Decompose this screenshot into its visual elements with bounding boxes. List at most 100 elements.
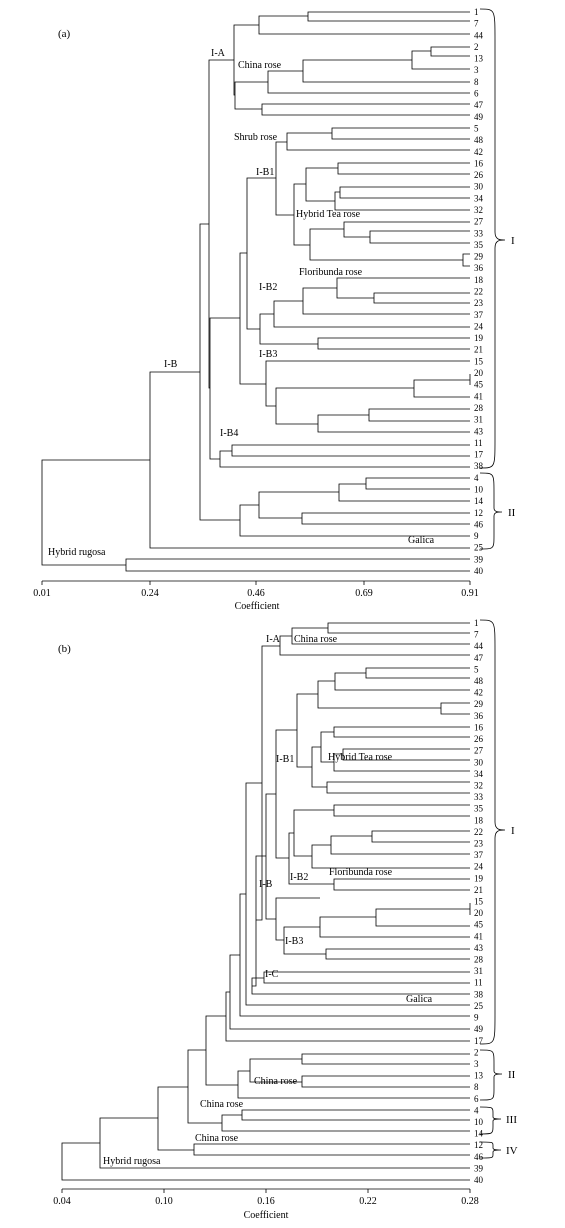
leaf-label: 21	[474, 885, 483, 895]
panel-b-group-china-rose-1: China rose	[294, 634, 338, 645]
leaf-label: 31	[474, 966, 483, 976]
panel-b-tick-label: 0.22	[359, 1196, 377, 1207]
leaf-label: 3	[474, 65, 479, 75]
leaf-label: 11	[474, 978, 483, 988]
leaf-label: 13	[474, 54, 484, 64]
leaf-label: 36	[474, 711, 484, 721]
leaf-label: 7	[474, 630, 479, 640]
panel-b-group-ib: I-B	[259, 879, 273, 890]
panel-b-group-ib2: I-B2	[290, 872, 308, 883]
leaf-label: 22	[474, 827, 483, 837]
leaf-label: 43	[474, 943, 484, 953]
leaf-label: 9	[474, 1013, 479, 1023]
leaf-label: 46	[474, 1152, 484, 1162]
panel-b-tick-label: 0.28	[461, 1196, 479, 1207]
panel-a-tick-label: 0.69	[355, 588, 373, 599]
leaf-label: 1	[474, 618, 479, 628]
panel-b-label: (b)	[58, 643, 71, 655]
leaf-label: 4	[474, 1105, 479, 1115]
leaf-label: 44	[474, 30, 484, 40]
leaf-label: 13	[474, 1071, 484, 1081]
panel-a-tick-label: 0.91	[461, 588, 479, 599]
panel-a-cluster-i-label: I	[511, 235, 515, 247]
panel-a-label: (a)	[58, 28, 71, 40]
leaf-label: 1	[474, 7, 479, 17]
panel-b-group-china-rose-4: China rose	[195, 1133, 239, 1144]
panel-a-group-galica: Galica	[408, 535, 435, 546]
panel-a-group-ib4: I-B4	[220, 428, 238, 439]
leaf-label: 12	[474, 1140, 483, 1150]
leaf-label: 23	[474, 839, 484, 849]
leaf-label: 4	[474, 473, 479, 483]
panel-a-cluster-braces	[479, 8, 506, 550]
leaf-label: 28	[474, 403, 484, 413]
leaf-label: 43	[474, 426, 484, 436]
leaf-label: 42	[474, 688, 483, 698]
leaf-label: 5	[474, 664, 479, 674]
panel-a-group-ib3: I-B3	[259, 349, 277, 360]
leaf-label: 37	[474, 310, 484, 320]
panel-b-cluster-i-label: I	[511, 825, 515, 837]
panel-b-tick-label: 0.10	[155, 1196, 173, 1207]
panel-a-leaf-labels: 1744213386474954842162630343227333529361…	[474, 7, 484, 576]
leaf-label: 21	[474, 345, 483, 355]
leaf-label: 33	[474, 228, 484, 238]
leaf-label: 17	[474, 450, 484, 460]
leaf-label: 36	[474, 263, 484, 273]
leaf-label: 10	[474, 485, 484, 495]
panel-b: (b) 174447548422936162627303432333518222…	[53, 618, 517, 1221]
leaf-label: 47	[474, 653, 484, 663]
leaf-label: 6	[474, 1094, 479, 1104]
panel-a-group-china-rose: China rose	[238, 60, 282, 71]
panel-b-axis-title: Coefficient	[244, 1210, 289, 1221]
panel-b-tick-label: 0.04	[53, 1196, 71, 1207]
leaf-label: 44	[474, 641, 484, 651]
leaf-label: 9	[474, 531, 479, 541]
panel-b-cluster-braces	[479, 619, 506, 1159]
panel-b-group-ib1: I-B1	[276, 754, 294, 765]
leaf-label: 7	[474, 19, 479, 29]
leaf-label: 34	[474, 769, 484, 779]
leaf-label: 15	[474, 897, 484, 907]
leaf-label: 30	[474, 182, 484, 192]
leaf-label: 8	[474, 77, 479, 87]
leaf-label: 48	[474, 135, 484, 145]
leaf-label: 30	[474, 757, 484, 767]
panel-a-cluster-ii-label: II	[508, 507, 516, 519]
leaf-label: 25	[474, 543, 484, 553]
panel-a-axis: 0.01 0.24 0.46 0.69 0.91 Coefficient	[33, 580, 479, 612]
leaf-label: 3	[474, 1059, 479, 1069]
panel-b-cluster-iii-label: III	[506, 1114, 517, 1126]
leaf-label: 40	[474, 1175, 484, 1185]
leaf-label: 19	[474, 333, 484, 343]
leaf-label: 20	[474, 368, 484, 378]
leaf-label: 37	[474, 850, 484, 860]
leaf-label: 27	[474, 217, 484, 227]
leaf-label: 20	[474, 908, 484, 918]
panel-a-group-ib: I-B	[164, 359, 178, 370]
leaf-label: 41	[474, 391, 483, 401]
panel-b-group-floribunda: Floribunda rose	[329, 867, 393, 878]
leaf-label: 27	[474, 746, 484, 756]
panel-b-tick-label: 0.16	[257, 1196, 275, 1207]
leaf-label: 16	[474, 722, 484, 732]
leaf-label: 49	[474, 112, 484, 122]
panel-a-tick-label: 0.46	[247, 588, 265, 599]
leaf-label: 32	[474, 205, 483, 215]
leaf-label: 18	[474, 275, 484, 285]
leaf-label: 17	[474, 1036, 484, 1046]
leaf-label: 26	[474, 734, 484, 744]
leaf-label: 33	[474, 792, 484, 802]
leaf-label: 39	[474, 1163, 484, 1173]
panel-b-group-hybrid-tea: Hybrid Tea rose	[328, 752, 393, 763]
leaf-label: 32	[474, 781, 483, 791]
panel-a-group-floribunda: Floribunda rose	[299, 267, 363, 278]
leaf-label: 34	[474, 193, 484, 203]
leaf-label: 15	[474, 356, 484, 366]
panel-b-group-hybrid-rugosa: Hybrid rugosa	[103, 1156, 161, 1167]
leaf-label: 14	[474, 496, 484, 506]
panel-b-group-ic: I-C	[265, 969, 279, 980]
leaf-label: 6	[474, 89, 479, 99]
leaf-label: 48	[474, 676, 484, 686]
leaf-label: 11	[474, 438, 483, 448]
